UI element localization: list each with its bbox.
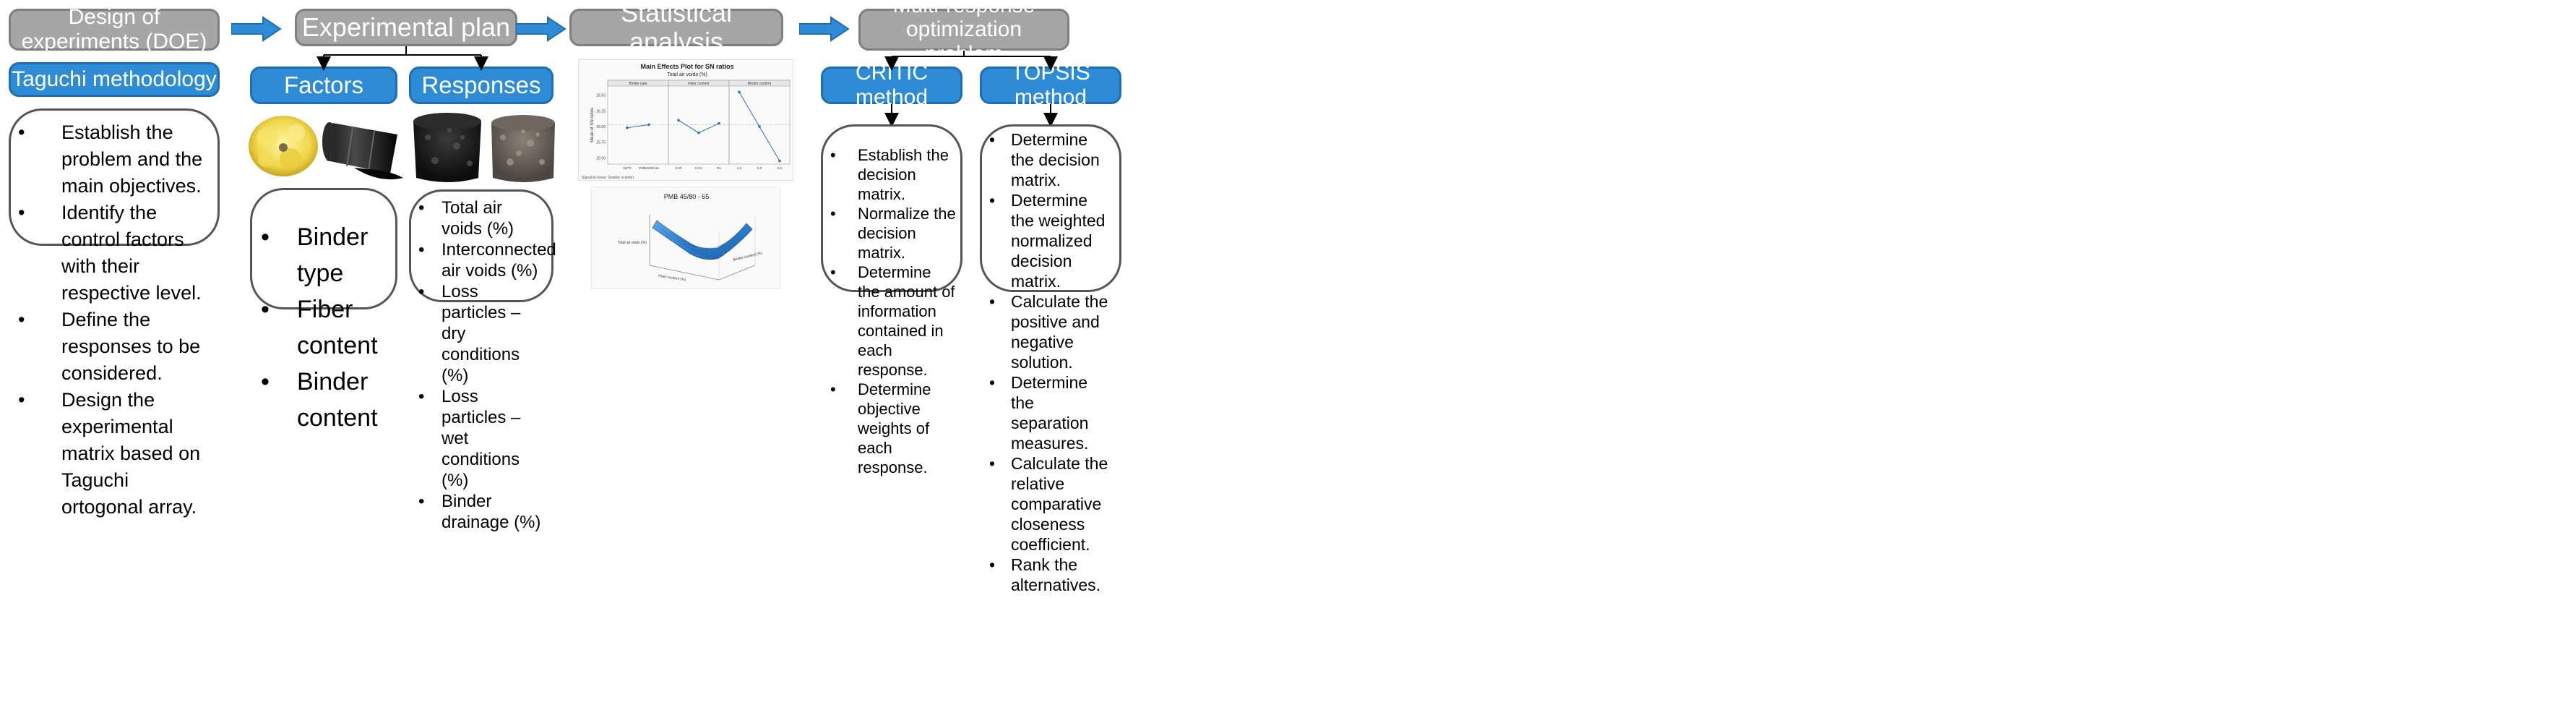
y-tick-label: 26.00	[596, 125, 606, 129]
main-effects-title: Main Effects Plot for SN ratios	[640, 63, 733, 70]
topsis-step: Calculate the positive and negative solu…	[982, 291, 1115, 372]
factor-item: Binder content	[252, 364, 391, 436]
method-taguchi-label: Taguchi methodology	[12, 67, 217, 91]
taguchi-step: Design the experimental matrix based on …	[11, 387, 212, 521]
factor-item: Binder type	[252, 219, 391, 291]
x-tick-label: 0%	[717, 166, 722, 170]
y-tick-label: 25.50	[596, 156, 606, 161]
factor-item: Fiber content	[252, 291, 391, 364]
data-point	[718, 121, 720, 125]
method-factors: Factors	[250, 67, 397, 104]
stage-multi-response-label: Multi-response optimization problem	[892, 0, 1035, 66]
black-sample-photo	[413, 113, 481, 182]
panel-header	[728, 80, 791, 87]
critic-steps-list: Establish the decision matrix.Normalize …	[823, 145, 956, 477]
surface-xlabel: Fiber content (%)	[658, 274, 686, 282]
data-point	[758, 125, 761, 128]
main-effects-subtitle: Total air voids (%)	[667, 72, 707, 77]
y-tick-label: 25.75	[596, 141, 606, 145]
panel-frame	[607, 80, 669, 165]
stage-experimental-plan-label: Experimental plan	[301, 12, 511, 42]
response-item: Interconnected air voids (%)	[411, 239, 556, 281]
topsis-steps-list: Determine the decision matrix.Determine …	[982, 129, 1115, 595]
taguchi-step: Identify the control factors with their …	[11, 200, 212, 307]
series-line	[626, 124, 650, 129]
surface-title: PMB 45/80 - 65	[664, 193, 710, 200]
main-effects-footnote: Signal-to-noise: Smaller is better	[582, 176, 634, 180]
response-item: Loss particles – wet conditions (%)	[411, 386, 547, 491]
gray-sample-photo	[491, 115, 555, 182]
x-tick-label: 50/70	[623, 166, 632, 170]
response-item: Total air voids (%)	[411, 197, 547, 239]
x-tick-label: PMB45/80-65	[639, 166, 659, 170]
flow-arrow-icon	[799, 16, 850, 42]
fiber-pellets-photo	[249, 116, 318, 176]
data-point	[626, 126, 629, 129]
critic-step: Determine the amount of information cont…	[823, 262, 956, 380]
x-tick-label: 5.5	[777, 166, 783, 170]
response-item: Binder drainage (%)	[411, 491, 547, 533]
materials-photos	[249, 113, 555, 182]
data-point	[778, 159, 781, 163]
taguchi-step: Establish the problem and the main objec…	[11, 119, 212, 200]
series-line	[678, 119, 720, 134]
factors-box: Binder typeFiber contentBinder content	[250, 188, 397, 432]
taguchi-step: Define the responses to be considered.	[11, 307, 212, 387]
data-point	[647, 123, 650, 127]
flow-arrow-icon	[516, 16, 567, 42]
data-point	[677, 119, 680, 122]
critic-step: Normalize the decision matrix.	[823, 204, 956, 262]
responses-list: Total air voids (%)Interconnected air vo…	[411, 197, 556, 533]
stage-doe: Design of experiments (DOE)	[9, 5, 220, 54]
panel-label: Binder content	[748, 82, 772, 86]
taguchi-steps-list: Establish the problem and the main objec…	[11, 119, 212, 521]
panel-frame	[668, 80, 730, 165]
stage-statistical-analysis: Statistical analysis	[569, 0, 783, 56]
responses-box: Total air voids (%)Interconnected air vo…	[409, 189, 556, 532]
critic-steps-box: Establish the decision matrix.Normalize …	[821, 124, 962, 476]
panel-label: Fiber content	[688, 82, 710, 86]
main-effects-ylabel: Mean of SN ratios	[590, 108, 595, 142]
x-tick-label: 4.5	[737, 166, 742, 170]
response-item: Loss particles – dry conditions (%)	[411, 281, 547, 386]
method-taguchi: Taguchi methodology	[9, 62, 220, 97]
taguchi-steps-box: Establish the problem and the main objec…	[9, 108, 220, 518]
panel-label: Binder type	[629, 82, 647, 86]
surface-ylabel: Binder content (%)	[733, 251, 763, 262]
data-point	[738, 90, 741, 94]
stage-multi-response: Multi-response optimization problem	[858, 0, 1069, 66]
topsis-step: Determine the decision matrix.	[982, 129, 1115, 190]
factors-list: Binder typeFiber contentBinder content	[252, 219, 391, 436]
binder-drum-photo	[322, 122, 403, 180]
topsis-step: Rank the alternatives.	[982, 555, 1115, 595]
topsis-step: Calculate the relative comparative close…	[982, 453, 1115, 555]
topsis-step: Determine the separation measures.	[982, 372, 1115, 453]
connector-lines	[316, 46, 1058, 127]
x-tick-label: 0.00	[676, 166, 682, 170]
main-effects-plot: Main Effects Plot for SN ratios Total ai…	[578, 59, 793, 181]
topsis-step: Determine the weighted normalized decisi…	[982, 190, 1115, 291]
method-factors-label: Factors	[283, 72, 364, 98]
stage-doe-label: Design of experiments (DOE)	[21, 5, 207, 54]
surface-plot: PMB 45/80 - 65 Total air voids (%) Fiber…	[591, 187, 780, 289]
critic-step: Determine objective weights of each resp…	[823, 380, 956, 477]
x-tick-label: 0.1%	[695, 166, 702, 170]
x-tick-label: 5.0	[757, 166, 762, 170]
data-point	[697, 131, 700, 134]
flow-arrow-icon	[231, 16, 282, 42]
critic-step: Establish the decision matrix.	[823, 145, 956, 204]
y-tick-label: 26.25	[596, 109, 606, 114]
y-tick-label: 26.50	[596, 94, 606, 98]
method-responses-label: Responses	[421, 72, 541, 98]
surface-zlabel: Total air voids (%)	[618, 241, 647, 245]
topsis-steps-box: Determine the decision matrix.Determine …	[980, 124, 1121, 594]
stage-statistical-analysis-label: Statistical analysis	[620, 0, 733, 56]
